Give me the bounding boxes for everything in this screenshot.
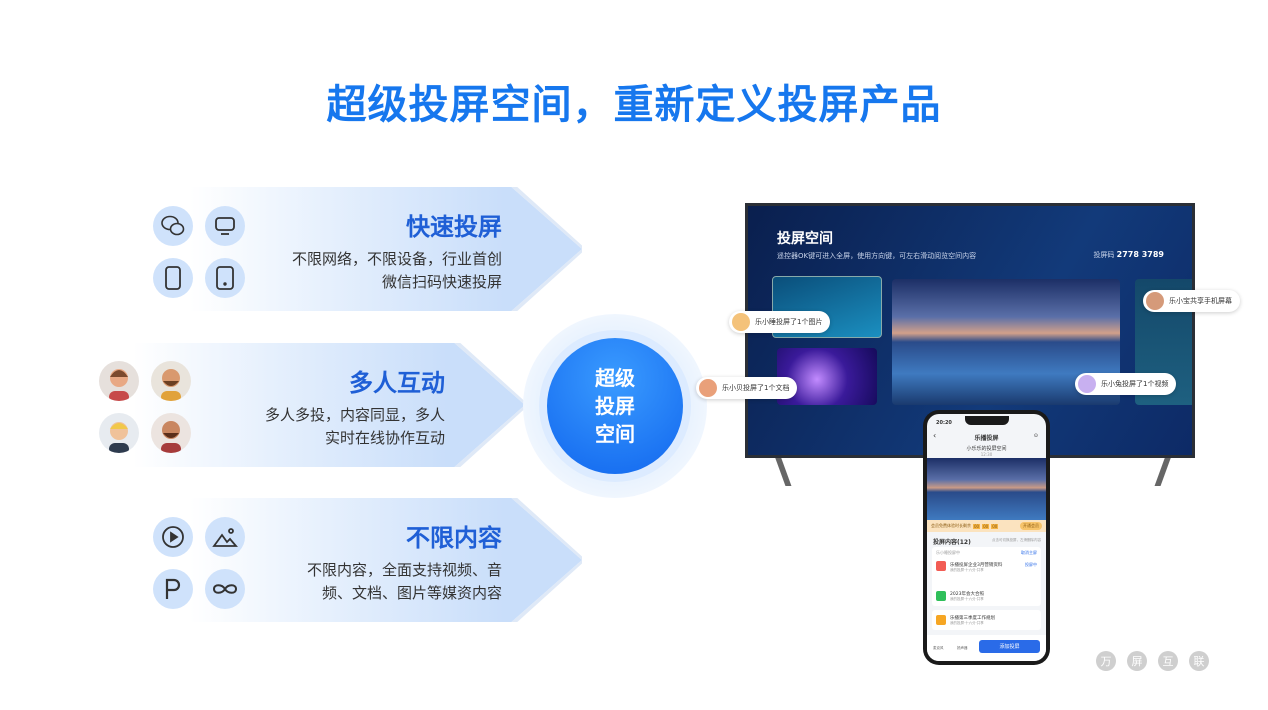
item-name: 2023年会大合照 — [950, 592, 984, 597]
feature-multi-user: 多人互动 多人多投，内容同显，多人 实时在线协作互动 — [133, 343, 525, 467]
phone-icon — [153, 258, 193, 298]
tv-code: 2778 3789 — [1116, 250, 1164, 259]
feature-line: 频、文档、图片等媒资内容 — [321, 584, 502, 602]
list-item[interactable]: 2023年会大合照 我的投屏·十六分·共享 — [932, 586, 1041, 606]
feature-heading: 快速投屏 — [406, 213, 502, 241]
list-title: 投屏内容(12) — [933, 539, 971, 546]
feature-line: 不限内容，全面支持视频、音 — [306, 561, 502, 579]
mic-tab[interactable]: 麦克风 — [933, 646, 944, 650]
feature-line: 不限网络，不限设备，行业首创 — [291, 250, 502, 268]
feature-heading: 不限内容 — [406, 524, 502, 552]
item-meta: 我的投屏·十六分·共享 — [950, 621, 984, 625]
ppt-file-icon — [936, 615, 946, 625]
tv-stand-left — [774, 456, 792, 486]
tv-hint: 遥控器OK键可进入全屏，使用方向键，可左右滑动阅览空间内容 — [777, 252, 977, 260]
now-casting: 乐小睡投屏中 — [936, 550, 960, 555]
feature-line: 微信扫码快速投屏 — [381, 273, 502, 291]
vip-button[interactable]: 开通会员 — [1020, 522, 1042, 530]
super-space-badge: 超级 投屏 空间 — [523, 314, 707, 498]
avatar — [99, 361, 139, 401]
image-file-icon — [936, 591, 946, 601]
play-icon — [153, 517, 193, 557]
app-title: 乐播投屏 — [974, 435, 999, 442]
pdf-icon — [936, 561, 946, 571]
item-name: 乐播第三季度工作规划 — [950, 616, 995, 621]
feature-line: 实时在线协作互动 — [324, 429, 445, 447]
space-time: 12:30 — [980, 452, 993, 457]
feature-unlimited-content: 不限内容 不限内容，全面支持视频、音 频、文档、图片等媒资内容 — [190, 498, 582, 622]
list-item[interactable]: 乐播第三季度工作规划 我的投屏·十六分·共享 — [932, 610, 1041, 630]
cancel-main-button[interactable]: 取消主屏 — [1021, 550, 1037, 555]
feature-heading: 多人互动 — [349, 369, 445, 397]
list-hint: 点击可切换投屏，左滑删除内容 — [992, 538, 1041, 542]
badge-line: 超级 — [595, 366, 635, 390]
watermark-logo: 万屏互联 — [1096, 651, 1209, 671]
avatar — [151, 361, 191, 401]
badge-line: 空间 — [595, 422, 635, 446]
image-icon — [205, 517, 245, 557]
tv-stand-right — [1154, 456, 1172, 486]
cast-bubble: 乐小睡投屏了1个图片 — [729, 311, 831, 333]
phone-time: 20:20 — [936, 420, 952, 426]
page-title: 超级投屏空间，重新定义投屏产品 — [326, 82, 942, 128]
item-meta: 我的投屏·十六分·共享 — [950, 568, 984, 572]
tv-code-label: 投屏码 — [1093, 251, 1115, 259]
promo-text: 会员免费体验时长剩余 — [931, 523, 971, 528]
avatar — [99, 413, 139, 453]
back-icon[interactable]: ‹ — [933, 431, 937, 440]
tablet-icon — [205, 258, 245, 298]
cast-bubble: 乐小宝共享手机屏幕 — [1143, 290, 1240, 312]
wechat-icon — [153, 206, 193, 246]
badge-line: 投屏 — [595, 394, 635, 418]
cast-bubble: 乐小贝投屏了1个文档 — [696, 377, 798, 399]
add-cast-button[interactable]: 添加投屏 — [979, 640, 1040, 653]
feature-fast-cast: 快速投屏 不限网络，不限设备，行业首创 微信扫码快速投屏 — [190, 187, 582, 311]
item-meta: 我的投屏·十六分·共享 — [950, 597, 984, 601]
phone-mockup: 20:20 ‹ 乐播投屏 ⊙ 小乐乐的投屏空间 12:30 会员免费体验时长剩余… — [923, 410, 1050, 665]
avatar — [151, 413, 191, 453]
document-p-icon — [153, 569, 193, 609]
tv-title: 投屏空间 — [777, 231, 833, 247]
cast-bubble: 乐小兔投屏了1个视频 — [1075, 373, 1177, 395]
feature-line: 多人多投，内容同显，多人 — [264, 406, 445, 424]
item-name: 乐播投屏企业3月营销资料 — [950, 563, 1003, 568]
item-status: 投屏中 — [1025, 562, 1037, 567]
phone-preview[interactable] — [927, 458, 1046, 520]
tv-icon — [205, 206, 245, 246]
more-icon[interactable]: ⊙ — [1033, 433, 1038, 439]
space-name: 小乐乐的投屏空间 — [966, 446, 1007, 452]
speaker-tab[interactable]: 扬声器 — [957, 646, 968, 650]
infinity-icon — [205, 569, 245, 609]
